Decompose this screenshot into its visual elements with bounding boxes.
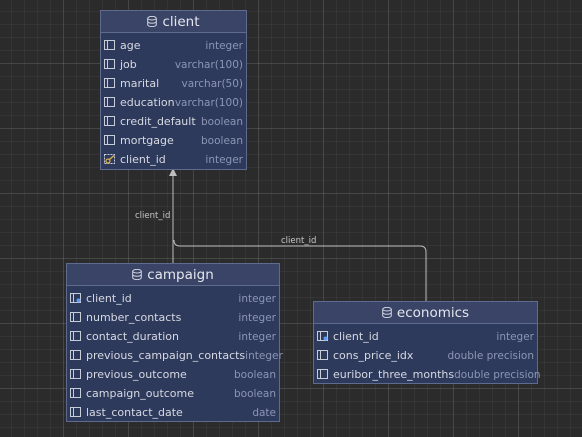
column-name: mortgage	[120, 134, 174, 147]
column-type: integer	[496, 330, 534, 343]
column-type: boolean	[234, 368, 276, 381]
column-name: last_contact_date	[86, 406, 183, 419]
table-header-campaign: campaign	[67, 264, 279, 286]
column-name: credit_default	[120, 115, 196, 128]
column-name: client_id	[120, 153, 166, 166]
foreign-key-icon	[70, 293, 82, 304]
column-row-campaign-outcome[interactable]: campaign_outcome boolean	[67, 384, 279, 403]
relation-line-economics-client[interactable]	[173, 239, 427, 301]
column-row-mortgage[interactable]: mortgage boolean	[101, 131, 246, 150]
column-name: previous_campaign_contacts	[86, 349, 246, 362]
foreign-key-icon	[317, 331, 329, 342]
column-icon	[104, 78, 116, 89]
column-name: age	[120, 39, 141, 52]
column-row-client-id[interactable]: client_id integer	[314, 327, 537, 346]
column-name: education	[120, 96, 175, 109]
column-type: double precision	[454, 368, 541, 381]
column-row-cons-price-idx[interactable]: cons_price_idx double precision	[314, 346, 537, 365]
column-icon	[104, 97, 116, 108]
column-row-marital[interactable]: marital varchar(50)	[101, 74, 246, 93]
table-title: campaign	[147, 266, 214, 283]
column-type: varchar(100)	[174, 96, 243, 109]
column-name: previous_outcome	[86, 368, 187, 381]
column-list: age integer job varchar(100) marital varchar(…	[101, 33, 246, 169]
column-type: varchar(100)	[174, 58, 243, 71]
database-icon	[382, 307, 392, 318]
column-icon	[70, 350, 82, 361]
table-economics[interactable]: economics client_id integer cons_price_idx…	[313, 301, 541, 384]
column-type: boolean	[201, 115, 243, 128]
column-row-number-contacts[interactable]: number_contacts integer	[67, 308, 279, 327]
table-header-economics: economics	[314, 302, 537, 324]
column-icon	[104, 59, 116, 70]
column-name: number_contacts	[86, 311, 182, 324]
column-name: job	[120, 58, 137, 71]
column-type: varchar(50)	[181, 77, 243, 90]
database-icon	[147, 16, 158, 27]
table-title: economics	[396, 304, 470, 321]
table-title: client	[162, 13, 200, 30]
column-icon	[70, 369, 82, 380]
column-row-contact-duration[interactable]: contact_duration integer	[67, 327, 279, 346]
column-row-client-id[interactable]: client_id integer	[101, 150, 246, 169]
column-name: marital	[120, 77, 160, 90]
column-type: boolean	[201, 134, 243, 147]
primary-key-icon	[104, 154, 116, 165]
column-icon	[70, 331, 82, 342]
column-name: campaign_outcome	[86, 387, 195, 400]
column-name: client_id	[333, 330, 379, 343]
column-name: client_id	[86, 292, 132, 305]
column-name: contact_duration	[86, 330, 179, 343]
column-type: boolean	[234, 387, 276, 400]
column-type: date	[252, 406, 276, 419]
column-icon	[317, 369, 329, 380]
column-row-credit-default[interactable]: credit_default boolean	[101, 112, 246, 131]
table-client[interactable]: client age integer job varchar(100) marital v…	[100, 10, 247, 170]
column-icon	[104, 40, 116, 51]
column-icon	[70, 312, 82, 323]
column-type: integer	[205, 153, 243, 166]
column-type: integer	[238, 311, 276, 324]
column-type: integer	[245, 349, 283, 362]
column-row-previous-outcome[interactable]: previous_outcome boolean	[67, 365, 279, 384]
column-icon	[317, 350, 329, 361]
column-type: integer	[238, 330, 276, 343]
database-icon	[132, 269, 143, 280]
column-icon	[70, 388, 82, 399]
table-header-client: client	[101, 11, 246, 33]
column-type: double precision	[447, 349, 535, 362]
column-name: euribor_three_months	[333, 368, 455, 381]
column-icon	[70, 407, 82, 418]
column-type: integer	[205, 39, 243, 52]
relation-label-campaign-client: client_id	[135, 211, 171, 221]
column-row-job[interactable]: job varchar(100)	[101, 55, 246, 74]
column-row-client-id[interactable]: client_id integer	[67, 289, 279, 308]
column-icon	[104, 116, 116, 127]
column-row-last-contact-date[interactable]: last_contact_date date	[67, 403, 279, 422]
column-name: cons_price_idx	[333, 349, 414, 362]
relation-label-economics-client: client_id	[281, 236, 317, 246]
column-icon	[104, 135, 116, 146]
column-type: integer	[238, 292, 276, 305]
column-row-age[interactable]: age integer	[101, 36, 246, 55]
